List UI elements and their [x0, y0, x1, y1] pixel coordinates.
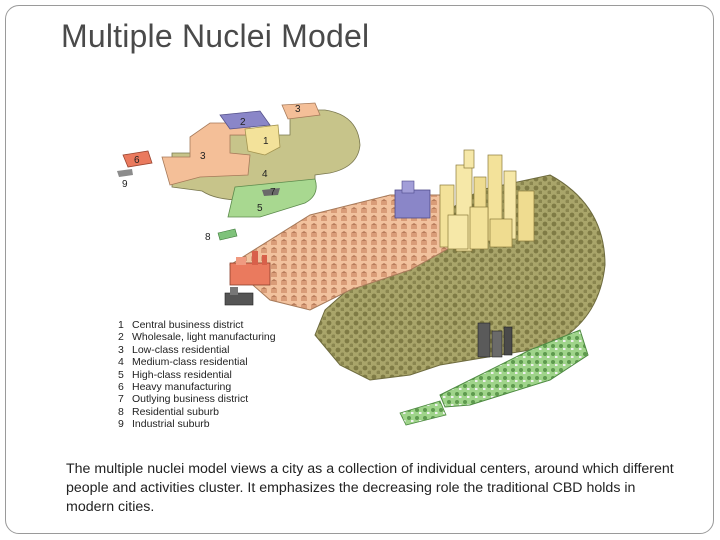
zone-9-industrial-suburb: [117, 169, 133, 177]
zone-label-8: 8: [205, 232, 211, 243]
city-zone-2-wholesale: [395, 181, 430, 218]
zone-label-9: 9: [122, 179, 128, 190]
zone-label-3b: 3: [295, 104, 301, 115]
city-zone-8-residential-suburb: [400, 401, 446, 425]
zone-label-7: 7: [270, 187, 276, 198]
zone-label-4: 4: [262, 169, 268, 180]
zone-label-2: 2: [240, 117, 246, 128]
zone-8-residential-suburb: [218, 229, 237, 240]
slide-title: Multiple Nuclei Model: [61, 18, 369, 55]
zone-label-5: 5: [257, 203, 263, 214]
slide-caption: The multiple nuclei model views a city a…: [66, 460, 686, 517]
zone-label-3a: 3: [200, 151, 206, 162]
city-zone-9-industrial-suburb: [225, 287, 253, 305]
zone-label-6: 6: [134, 155, 140, 166]
zone-label-1: 1: [263, 136, 269, 147]
